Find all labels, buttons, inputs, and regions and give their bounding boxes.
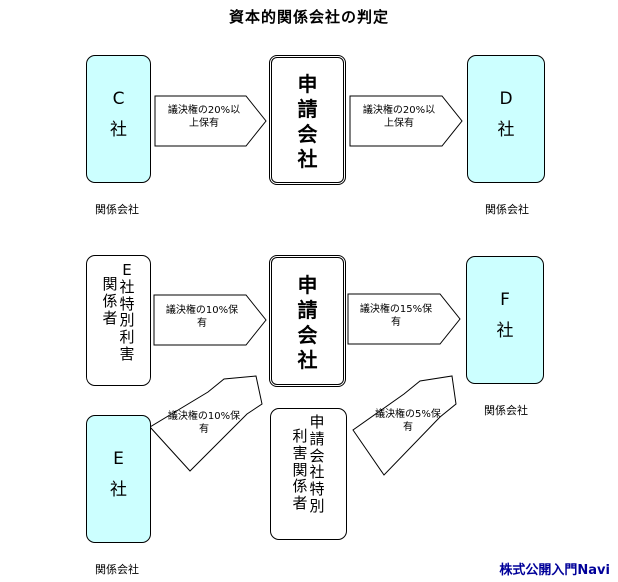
applicant-top-char-4: 社	[297, 147, 318, 171]
label-company-d: 関係会社	[485, 203, 529, 216]
company-d-sha: 社	[497, 120, 515, 141]
applicant-interested-char: 利	[292, 427, 308, 445]
arrow-applicant-interested-text: 議決権の5%保 有	[360, 408, 456, 434]
e-interested-char: 害	[119, 344, 135, 363]
applicant-bottom-char-4: 社	[297, 348, 318, 372]
arrow-c-text-line1: 議決権の20%以	[167, 105, 241, 116]
applicant-interested-party-box: 申 請 会 社 特 別 利 害 関 係 者	[270, 408, 347, 540]
company-e-letter: E	[113, 449, 124, 469]
brand-credit: 株式公開入門Navi	[499, 563, 610, 578]
arrow-f-text-line2: 有	[391, 317, 401, 328]
company-c-sha: 社	[110, 120, 127, 141]
arrow-d-text: 議決権の20%以 上保有	[353, 104, 445, 130]
arrow-c-text: 議決権の20%以 上保有	[158, 104, 250, 130]
company-d-box: D 社	[467, 55, 545, 183]
applicant-interested-char: 者	[292, 494, 308, 513]
e-interested-char: 別	[119, 311, 135, 330]
company-f-sha: 社	[496, 321, 514, 342]
arrow-e-interested-text-line1: 議決権の10%保	[165, 305, 239, 316]
arrow-d-text-line1: 議決権の20%以	[362, 105, 436, 116]
applicant-top-char-1: 申	[297, 72, 318, 96]
applicant-interested-char: 関	[292, 460, 308, 479]
applicant-bottom-char-3: 会	[297, 323, 318, 347]
applicant-box-bottom: 申 請 会 社	[269, 255, 346, 387]
arrow-applicant-to-d	[349, 95, 463, 147]
e-interested-char: 者	[102, 308, 118, 327]
arrow-c-text-line2: 上保有	[189, 118, 219, 129]
label-company-e: 関係会社	[95, 563, 139, 576]
arrow-f-text-line1: 議決権の15%保	[359, 304, 433, 315]
arrow-e-interested-text: 議決権の10%保 有	[156, 304, 248, 330]
company-f-letter: F	[500, 290, 510, 310]
e-interested-char: 利	[119, 328, 135, 347]
applicant-top-char-3: 会	[297, 122, 318, 146]
e-interested-char: 係	[102, 291, 118, 310]
e-interested-char: E	[122, 261, 132, 279]
arrow-e-text-line2: 有	[199, 424, 209, 435]
company-f-box: F 社	[466, 256, 544, 384]
e-interested-party-box: E 社 特 別 利 害 関 係 者	[86, 255, 151, 386]
arrow-applicant-interested-text-line2: 有	[403, 422, 413, 433]
diagram-title: 資本的関係会社の判定	[228, 8, 389, 26]
applicant-box-top: 申 請 会 社	[269, 55, 346, 185]
e-interested-char: 関	[102, 275, 118, 293]
arrow-e-text-line1: 議決権の10%保	[167, 411, 241, 422]
applicant-interested-char: 会	[309, 446, 325, 465]
arrow-f-text: 議決権の15%保 有	[350, 303, 442, 329]
company-e-sha: 社	[110, 480, 127, 501]
label-company-f: 関係会社	[484, 404, 528, 417]
arrow-d-text-line2: 上保有	[384, 118, 414, 129]
applicant-interested-char: 別	[309, 496, 325, 515]
arrow-applicant-interested-to-f	[352, 375, 457, 476]
label-company-c: 関係会社	[95, 203, 139, 216]
applicant-interested-char: 特	[309, 480, 325, 499]
applicant-interested-char: 請	[309, 429, 325, 448]
arrow-e-to-applicant	[149, 375, 263, 472]
arrow-e-text: 議決権の10%保 有	[158, 410, 250, 436]
e-interested-char: 特	[119, 294, 135, 313]
applicant-interested-char: 害	[292, 443, 308, 462]
applicant-bottom-char-2: 請	[297, 298, 318, 322]
arrow-c-to-applicant	[154, 95, 267, 147]
applicant-interested-char: 申	[309, 413, 325, 431]
applicant-interested-char: 係	[292, 477, 308, 496]
applicant-top-char-2: 請	[297, 97, 318, 121]
applicant-interested-char: 社	[309, 463, 325, 482]
company-c-letter: C	[112, 89, 125, 109]
applicant-bottom-char-1: 申	[297, 273, 318, 297]
arrow-applicant-interested-text-line1: 議決権の5%保	[375, 409, 441, 420]
company-d-letter: D	[499, 89, 513, 109]
company-e-box: E 社	[86, 415, 151, 543]
arrow-e-interested-text-line2: 有	[197, 318, 207, 329]
company-c-box: C 社	[86, 55, 151, 183]
e-interested-char: 社	[119, 277, 135, 296]
arrow-e-interested-to-applicant	[153, 294, 267, 346]
arrow-applicant-to-f	[347, 293, 461, 345]
